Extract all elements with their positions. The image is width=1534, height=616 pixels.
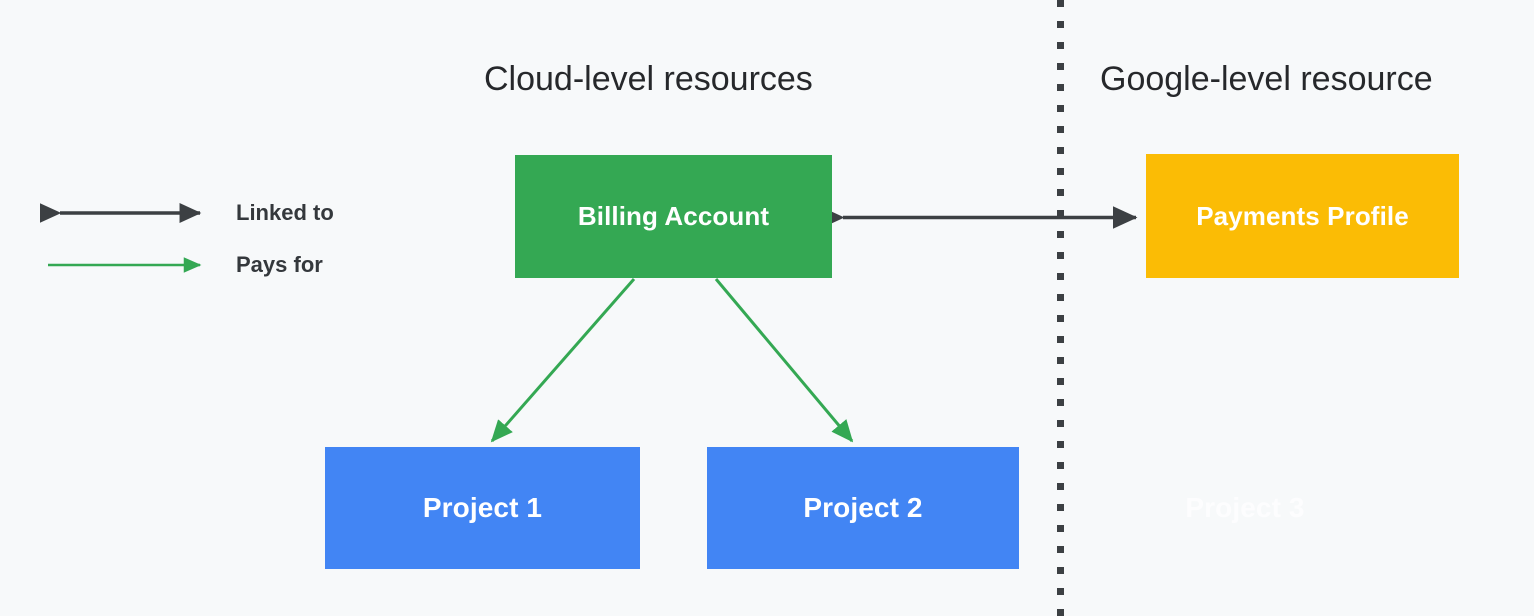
node-project-3-faded: Project 3: [1110, 447, 1380, 569]
legend-label-linked-to: Linked to: [236, 200, 334, 225]
node-project-2-label: Project 2: [803, 492, 923, 523]
edge-billing-account-to-project-1: [490, 278, 636, 443]
node-project-1[interactable]: Project 1: [325, 447, 640, 569]
legend-item-pays-for: Pays for: [40, 247, 400, 283]
node-billing-account[interactable]: Billing Account: [515, 155, 832, 278]
node-project-2[interactable]: Project 2: [707, 447, 1019, 569]
legend-label-pays-for: Pays for: [236, 252, 323, 277]
heading-google-level-resource: Google-level resource: [1100, 60, 1433, 98]
node-project-3-label: Project 3: [1185, 492, 1305, 523]
node-project-1-label: Project 1: [422, 492, 543, 523]
legend: Linked to Pays for: [40, 185, 400, 295]
legend-item-linked-to: Linked to: [40, 195, 400, 231]
heading-cloud-level-resources: Cloud-level resources: [484, 60, 813, 98]
double-headed-arrow-icon: [40, 202, 202, 224]
node-payments-profile[interactable]: Payments Profile: [1146, 154, 1459, 278]
single-headed-arrow-icon: [48, 257, 202, 273]
edge-billing-account-to-project-2: [714, 278, 854, 443]
node-billing-account-label: Billing Account: [577, 201, 770, 231]
vertical-dotted-divider: [1057, 0, 1064, 616]
node-payments-profile-label: Payments Profile: [1196, 200, 1409, 231]
